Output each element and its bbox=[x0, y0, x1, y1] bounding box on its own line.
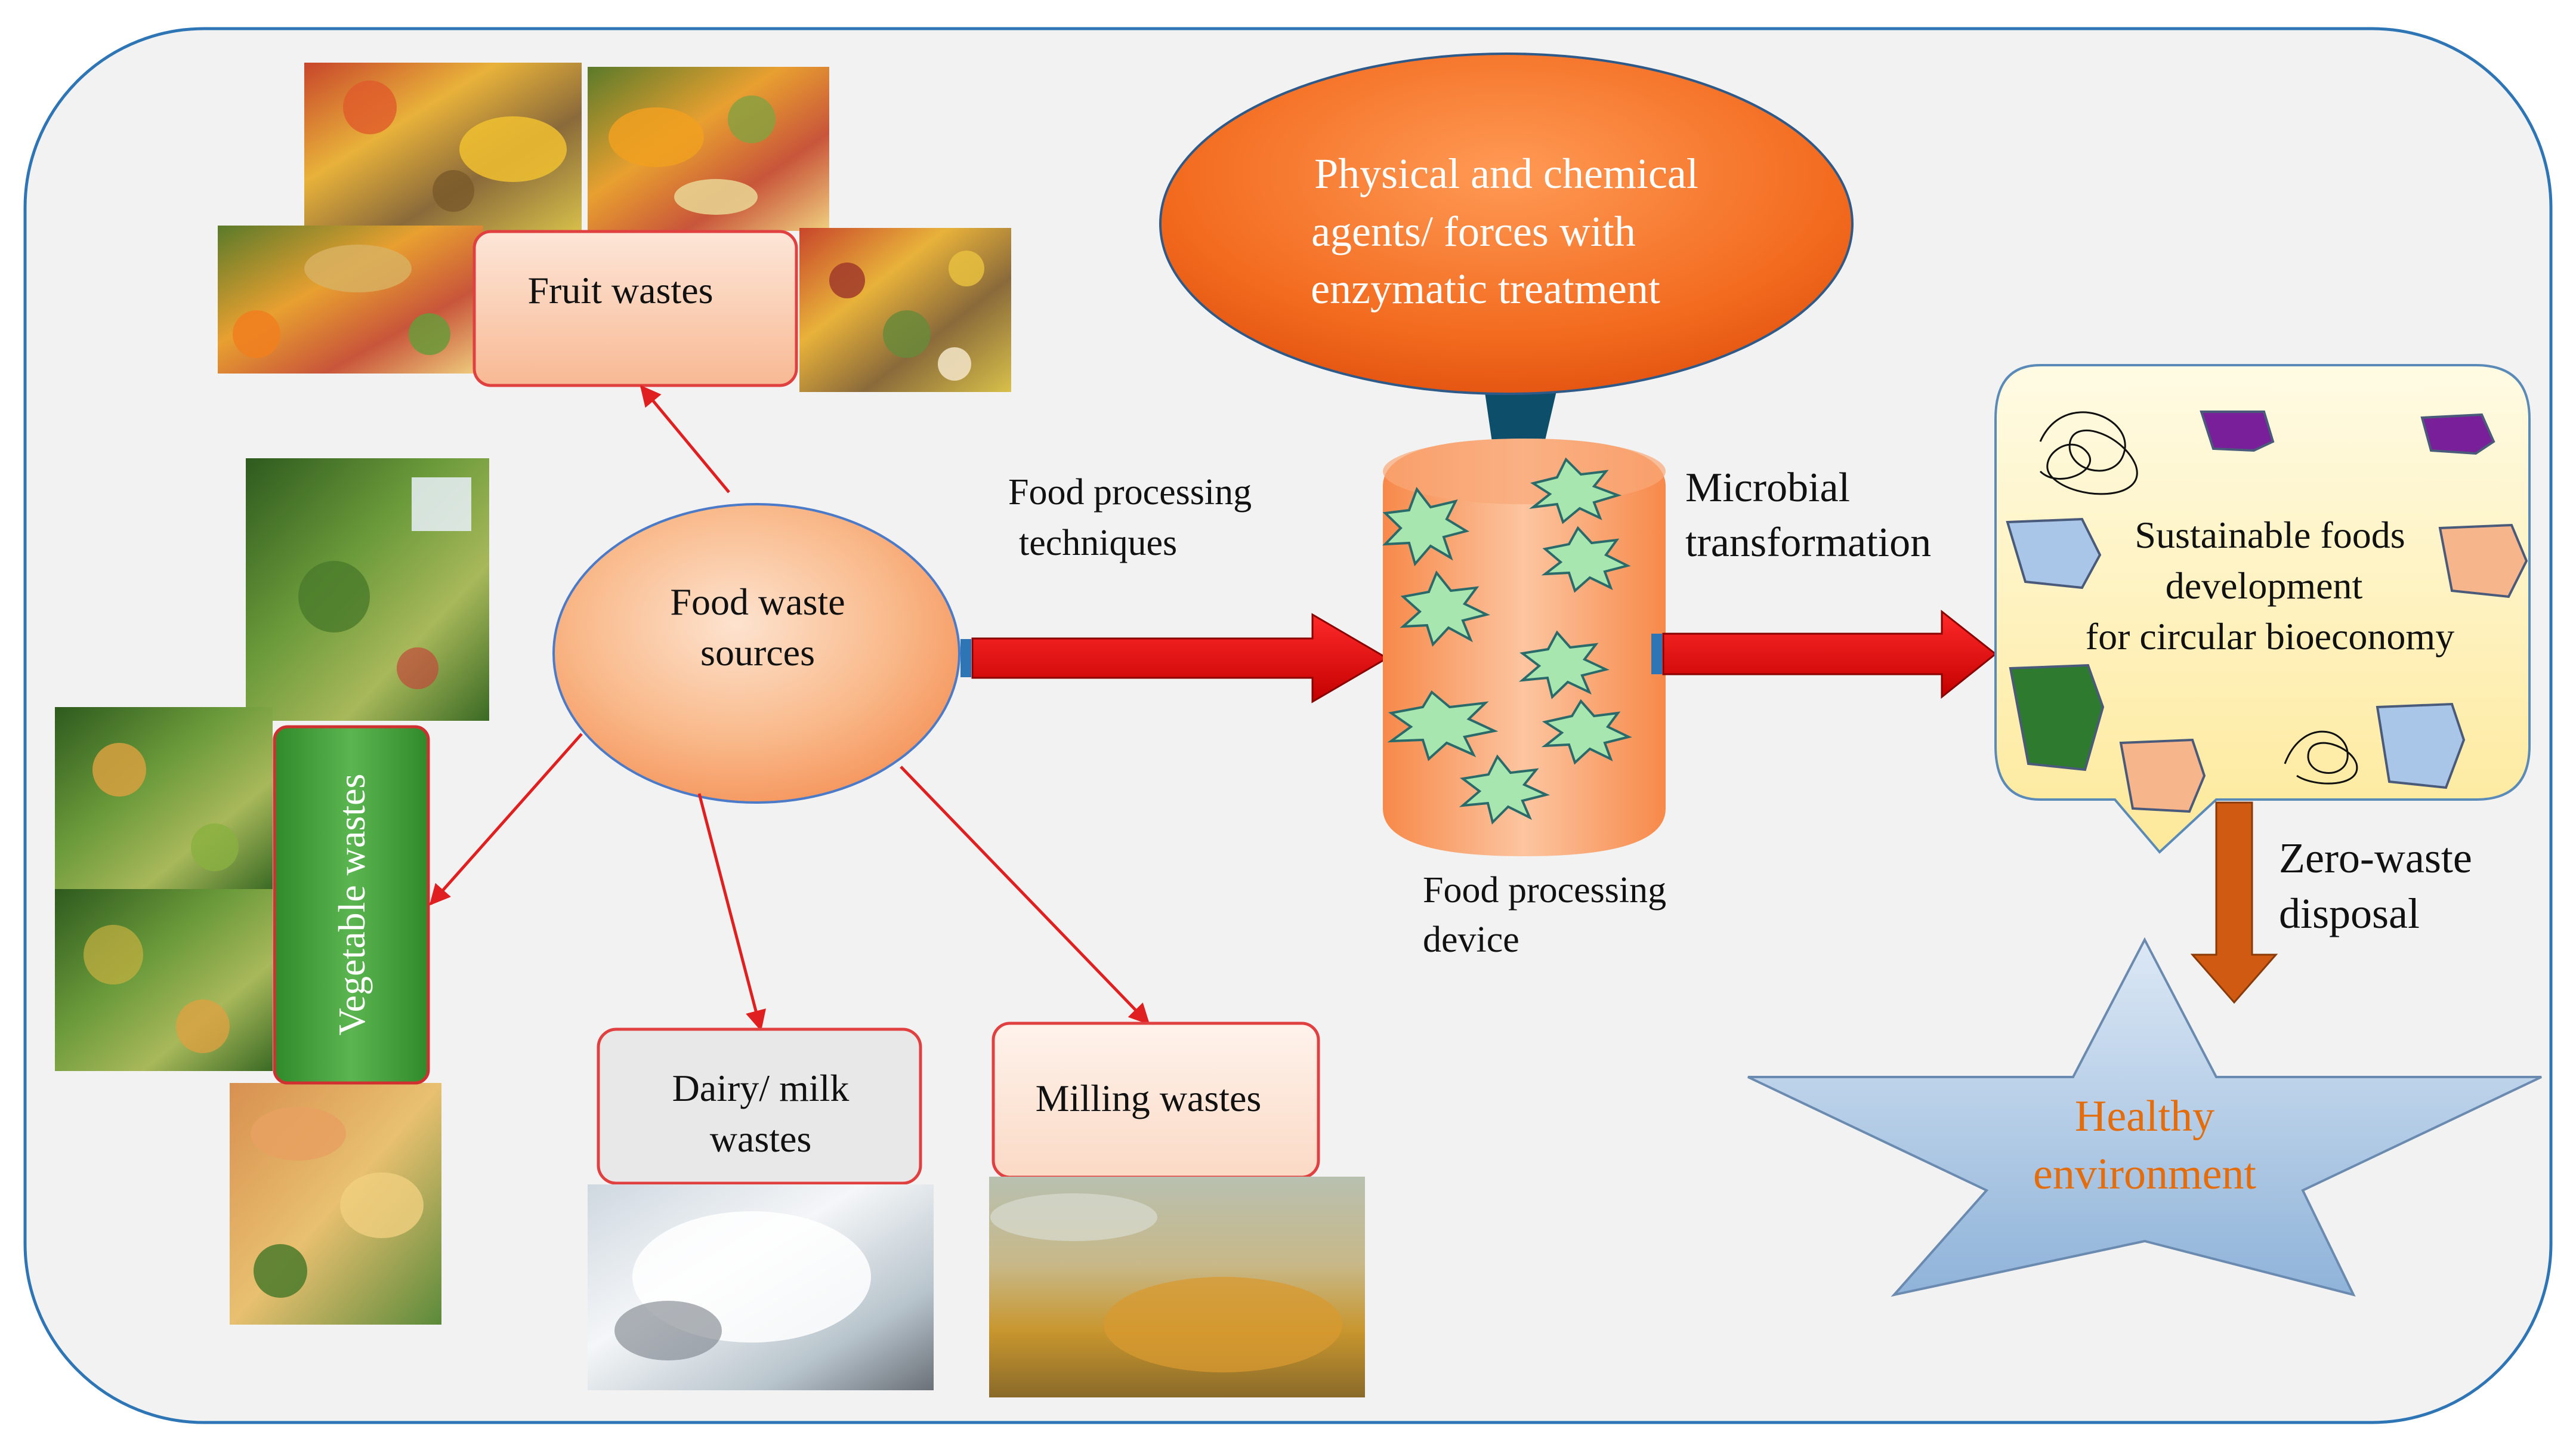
sustainable-foods-label: development bbox=[2166, 564, 2363, 607]
food-waste-sources-label: sources bbox=[700, 631, 815, 674]
milling-wastes-label: Milling wastes bbox=[1036, 1077, 1262, 1119]
fruit-photo-group bbox=[218, 63, 1011, 392]
sustainable-foods-label: for circular bioeconomy bbox=[2086, 615, 2454, 658]
dairy-wastes-box bbox=[597, 1027, 922, 1185]
process-arrow bbox=[960, 613, 1389, 703]
connector-arrow bbox=[900, 766, 1150, 1025]
microbe-burst-icon bbox=[1382, 457, 1632, 825]
sustainable-foods-label: Sustainable foods bbox=[2135, 514, 2405, 556]
zero-waste-arrow bbox=[2190, 801, 2278, 1004]
food-product-icon bbox=[2039, 411, 2358, 785]
transformation-arrow bbox=[1651, 609, 1997, 699]
agents-label: agents/ forces with bbox=[1311, 208, 1636, 255]
techniques-label: Food processing bbox=[1008, 472, 1252, 513]
dairy-wastes-label: Dairy/ milk bbox=[672, 1067, 850, 1109]
vegetable-wastes-label: Vegetable wastes bbox=[331, 774, 373, 1036]
device-label: device bbox=[1423, 919, 1519, 960]
microbial-label: transformation bbox=[1685, 520, 1931, 566]
connector-arrow bbox=[429, 733, 583, 906]
dairy-photo bbox=[588, 1184, 934, 1390]
food-product-icon bbox=[2006, 411, 2528, 813]
fruit-photo bbox=[799, 228, 1011, 392]
vegetable-photo-group bbox=[55, 458, 489, 1325]
agents-ellipse bbox=[1159, 53, 1854, 395]
device-label: Food processing bbox=[1423, 870, 1666, 911]
connector-arrow bbox=[697, 793, 766, 1032]
vegetable-photo bbox=[55, 707, 273, 889]
techniques-label: techniques bbox=[1019, 523, 1177, 563]
vegetable-wastes-box bbox=[273, 725, 430, 1085]
agents-label: Physical and chemical bbox=[1314, 150, 1698, 198]
dairy-wastes-label: wastes bbox=[710, 1118, 812, 1160]
food-waste-sources-label: Food waste bbox=[670, 581, 845, 623]
zero-waste-label: Zero-waste bbox=[2279, 834, 2472, 882]
healthy-environment-star bbox=[1747, 937, 2542, 1297]
fruit-wastes-box bbox=[472, 230, 798, 387]
milling-photo bbox=[989, 1177, 1365, 1397]
microbial-label: Microbial bbox=[1685, 465, 1850, 511]
healthy-environment-label: environment bbox=[2033, 1150, 2256, 1199]
zero-waste-label: disposal bbox=[2279, 890, 2420, 937]
connector-arrow bbox=[640, 385, 730, 493]
food-waste-sources-ellipse bbox=[552, 503, 960, 804]
fruit-wastes-label: Fruit wastes bbox=[527, 269, 713, 311]
agents-label: enzymatic treatment bbox=[1311, 265, 1660, 313]
vegetable-photo bbox=[55, 889, 273, 1071]
healthy-environment-label: Healthy bbox=[2075, 1092, 2214, 1141]
